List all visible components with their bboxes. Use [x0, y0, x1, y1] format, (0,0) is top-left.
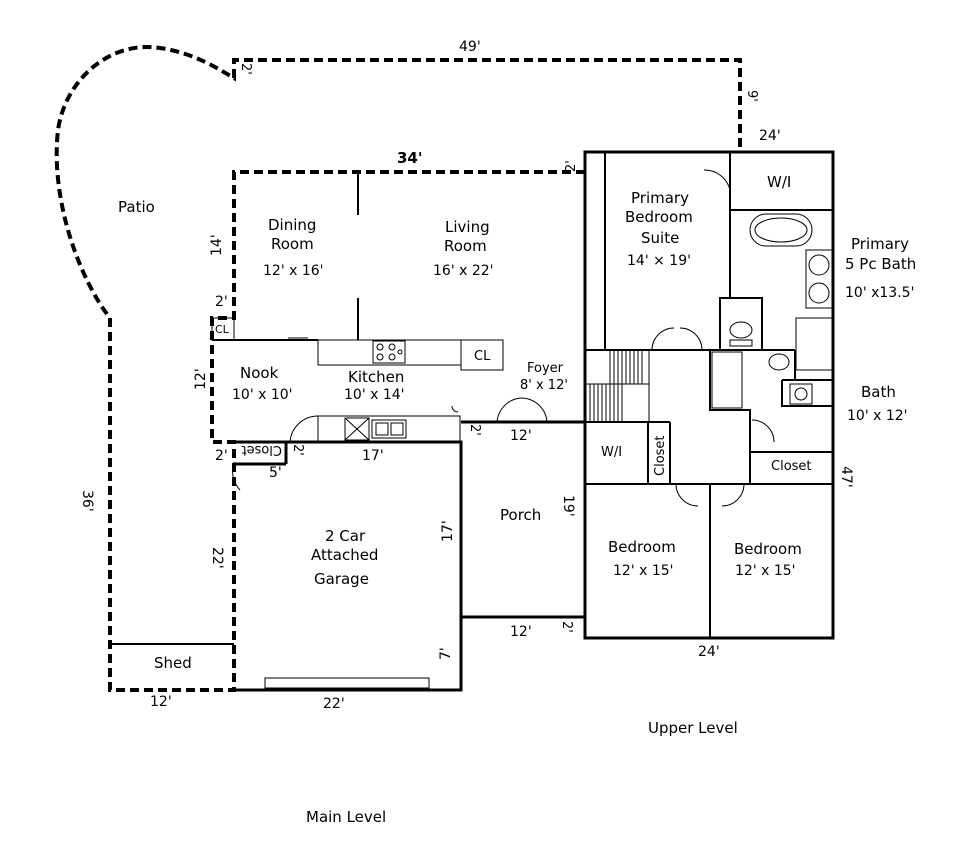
room-primary-suite-2: Bedroom [625, 208, 693, 226]
cl-closet-kitchen [460, 339, 504, 371]
room-closet-upper-1: Closet [653, 435, 668, 476]
dim-2-e: 2' [467, 424, 482, 436]
dim-12-left: 12' [193, 368, 209, 390]
dim-12-foyer: 12' [510, 428, 532, 444]
room-shed: Shed [154, 654, 192, 672]
garage-door [264, 677, 430, 689]
room-living: Living [445, 218, 490, 236]
main-level-plan [54, 44, 742, 692]
room-patio: Patio [118, 198, 155, 216]
room-garage-2: Attached [311, 546, 378, 564]
dim-2-b: 2' [215, 294, 228, 310]
room-dining-size: 12' x 16' [263, 263, 324, 279]
caption-main-level: Main Level [306, 808, 386, 826]
dim-12-shed: 12' [150, 694, 172, 710]
kitchen-sink [371, 419, 407, 439]
dim-17-v: 17' [440, 520, 456, 542]
kitchen-counter-upper [317, 339, 462, 366]
main-house-outline [54, 44, 742, 692]
stairs [584, 349, 650, 423]
room-primary-suite-1: Primary [631, 189, 689, 207]
stove [372, 340, 406, 364]
primary-shower [795, 317, 833, 371]
room-bedroom-2: Bedroom [734, 540, 802, 558]
room-garage-3: Garage [314, 570, 369, 588]
bath-tub [711, 351, 743, 409]
room-wi-upper: W/I [601, 445, 622, 460]
room-bedroom-2-size: 12' x 15' [735, 563, 796, 579]
room-living-2: Room [444, 237, 487, 255]
dim-2-c: 2' [215, 448, 228, 464]
dim-49: 49' [459, 39, 481, 55]
room-nook: Nook [240, 364, 279, 382]
double-vanity [805, 249, 833, 309]
dim-7: 7' [438, 647, 454, 660]
room-kitchen: Kitchen [348, 368, 404, 386]
primary-wc [719, 297, 763, 351]
dim-36: 36' [79, 490, 95, 512]
dim-2-top: 2' [238, 63, 253, 75]
upper-level-plan [583, 150, 835, 640]
dim-2-a: 2' [564, 160, 579, 172]
dim-22-left: 22' [209, 547, 225, 569]
room-closet-main: Closet [241, 442, 282, 457]
room-dining-2: Room [271, 235, 314, 253]
dim-34: 34' [397, 149, 422, 167]
room-cl-left: CL [215, 323, 230, 336]
room-bath: Bath [861, 383, 896, 401]
room-bedroom-1-size: 12' x 15' [613, 563, 674, 579]
room-primary-suite-size: 14' × 19' [627, 253, 691, 269]
dim-47: 47' [838, 466, 854, 488]
room-primary-suite-3: Suite [641, 229, 679, 247]
dim-24-bottom: 24' [698, 644, 720, 660]
room-cl-kitchen: CL [474, 349, 491, 364]
room-foyer: Foyer [527, 361, 564, 376]
dishwasher [344, 417, 370, 441]
caption-upper-level: Upper Level [648, 719, 738, 737]
room-garage-1: 2 Car [325, 527, 366, 545]
room-primary-bath-1: Primary [851, 235, 909, 253]
dim-17: 17' [362, 448, 384, 464]
room-wi-primary: W/I [767, 173, 791, 191]
room-primary-bath-2: 5 Pc Bath [845, 255, 916, 273]
room-dining: Dining [268, 216, 316, 234]
room-bath-size: 10' x 12' [847, 408, 908, 424]
room-bedroom-1: Bedroom [608, 538, 676, 556]
dim-19: 19' [560, 495, 576, 517]
room-living-size: 16' x 22' [433, 263, 494, 279]
dim-2-d: 2' [290, 444, 305, 456]
dim-5: 5' [269, 465, 282, 481]
dim-9: 9' [744, 90, 759, 102]
room-primary-bath-size: 10' x13.5' [845, 285, 914, 301]
room-porch: Porch [500, 506, 541, 524]
dim-2-f: 2' [559, 621, 574, 633]
dim-22-bottom: 22' [323, 696, 345, 712]
room-foyer-size: 8' x 12' [520, 378, 568, 393]
dim-12-porch: 12' [510, 624, 532, 640]
garage-walls [234, 440, 463, 692]
room-closet-upper-2: Closet [771, 459, 812, 474]
room-kitchen-size: 10' x 14' [344, 387, 405, 403]
room-nook-size: 10' x 10' [232, 387, 293, 403]
dim-14: 14' [209, 234, 225, 256]
dim-24-top: 24' [759, 128, 781, 144]
primary-tub [749, 213, 813, 247]
